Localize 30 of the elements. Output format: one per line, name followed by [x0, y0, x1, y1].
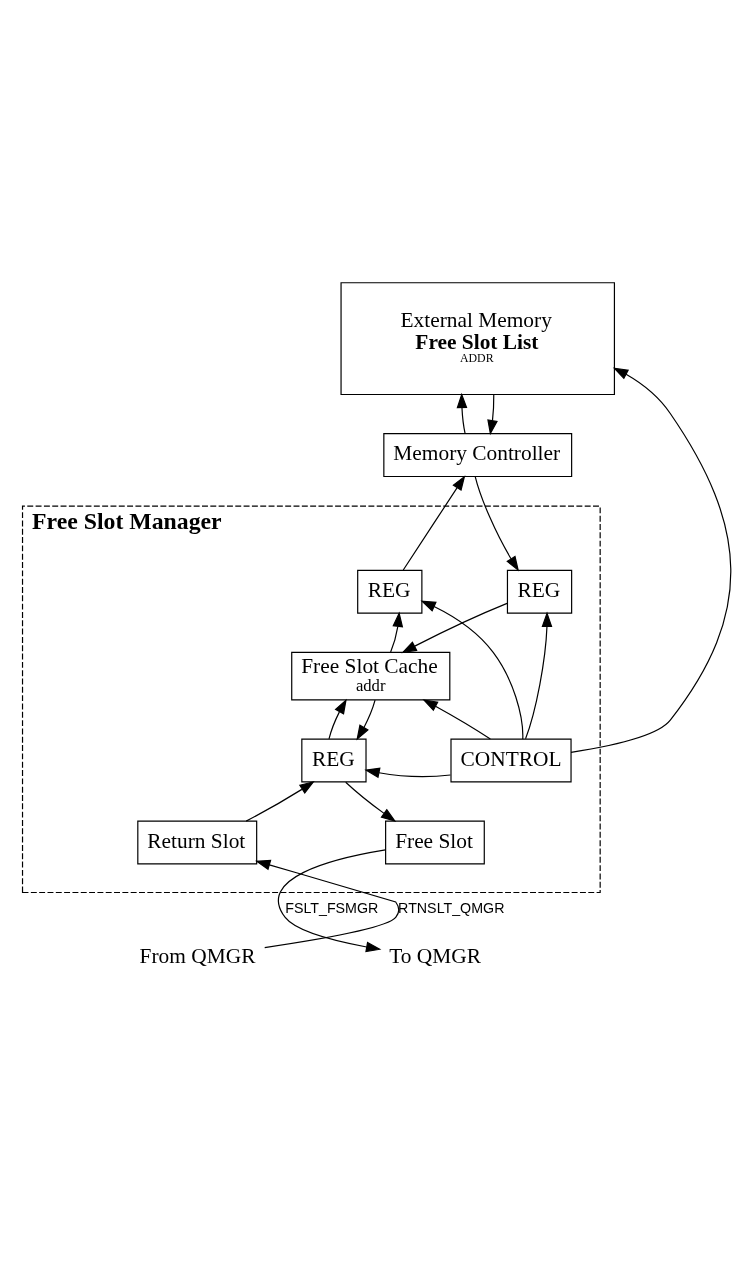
arrow — [390, 611, 404, 653]
arrow — [401, 602, 508, 654]
arrow — [524, 611, 553, 740]
node-text: To QMGR — [389, 944, 481, 969]
node-box: Free Slot Cache addr — [291, 651, 451, 701]
node-box: Memory Controller — [383, 433, 573, 478]
arrow — [345, 781, 397, 822]
edge-label: FSLT_FSMGR — [285, 900, 379, 917]
node-box: Free Slot — [385, 820, 485, 865]
arrow — [255, 859, 400, 949]
arrow — [328, 698, 347, 740]
arrow — [456, 392, 468, 435]
arrow — [402, 475, 466, 571]
arrow — [474, 476, 520, 572]
arrow — [422, 699, 491, 740]
arrow — [356, 699, 376, 741]
node-box: CONTROL — [450, 738, 572, 783]
node-text: From QMGR — [139, 944, 256, 969]
edge-label: RTNSLT_QMGR — [398, 900, 505, 917]
arrow — [420, 600, 524, 740]
node-box: REG — [357, 569, 423, 614]
arrow — [277, 849, 386, 953]
node-box: REG — [506, 569, 573, 614]
arrow — [487, 393, 498, 436]
arrow — [245, 781, 315, 822]
node-box: External Memory Free Slot List ADDR — [340, 282, 615, 396]
node-box: Return Slot — [137, 820, 258, 865]
node-box: REG — [301, 738, 367, 783]
arrow — [570, 367, 732, 753]
arrow — [364, 767, 452, 779]
